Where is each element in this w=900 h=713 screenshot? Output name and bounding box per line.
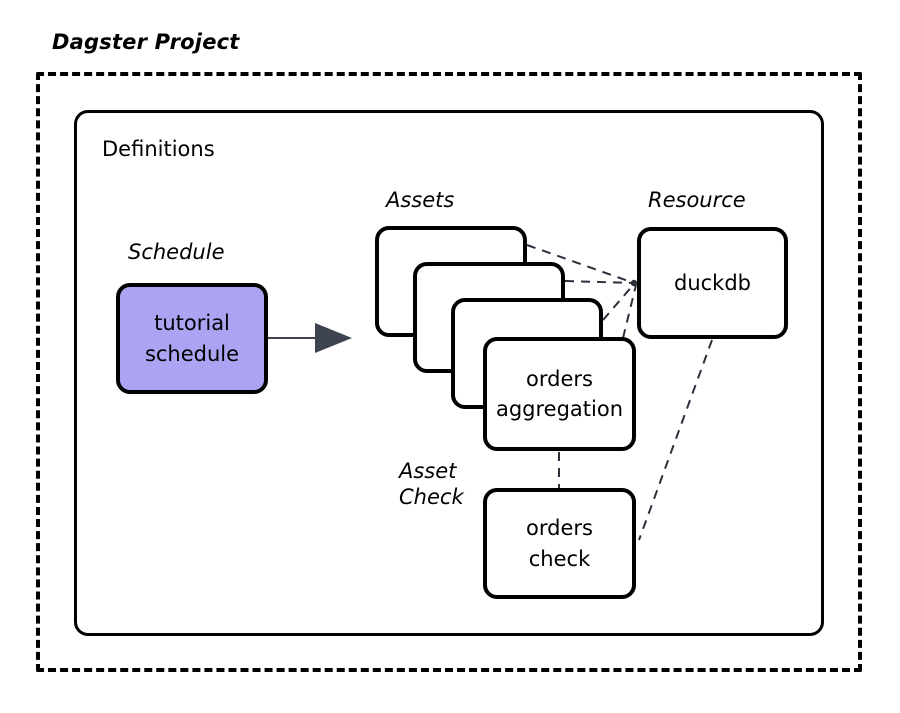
node-tutorial-schedule[interactable]: tutorial schedule	[116, 283, 268, 394]
node-duckdb[interactable]: duckdb	[637, 227, 788, 339]
group-label-asset-check-line1: Asset	[399, 459, 457, 483]
node-orders-aggregation-line2: aggregation	[495, 397, 624, 421]
frame-title: Dagster Project	[52, 30, 240, 54]
group-label-resource: Resource	[648, 188, 746, 212]
definitions-label: Definitions	[102, 137, 215, 161]
node-orders-aggregation-line1: orders	[526, 366, 593, 391]
group-label-asset-check: Asset Check	[399, 459, 464, 510]
node-duckdb-label: duckdb	[673, 270, 751, 295]
node-orders-check[interactable]: orders check	[483, 488, 636, 599]
dagster-project-boundary	[36, 72, 862, 672]
node-tutorial-schedule-line1: tutorial	[154, 311, 230, 336]
node-orders-aggregation[interactable]: orders aggregation	[483, 337, 636, 451]
group-label-asset-check-line2: Check	[399, 484, 464, 509]
group-label-schedule: Schedule	[128, 240, 225, 264]
node-orders-check-line2: check	[528, 546, 591, 571]
node-tutorial-schedule-line2: schedule	[144, 341, 240, 366]
group-label-assets: Assets	[386, 188, 455, 212]
node-orders-check-line1: orders	[526, 516, 593, 541]
